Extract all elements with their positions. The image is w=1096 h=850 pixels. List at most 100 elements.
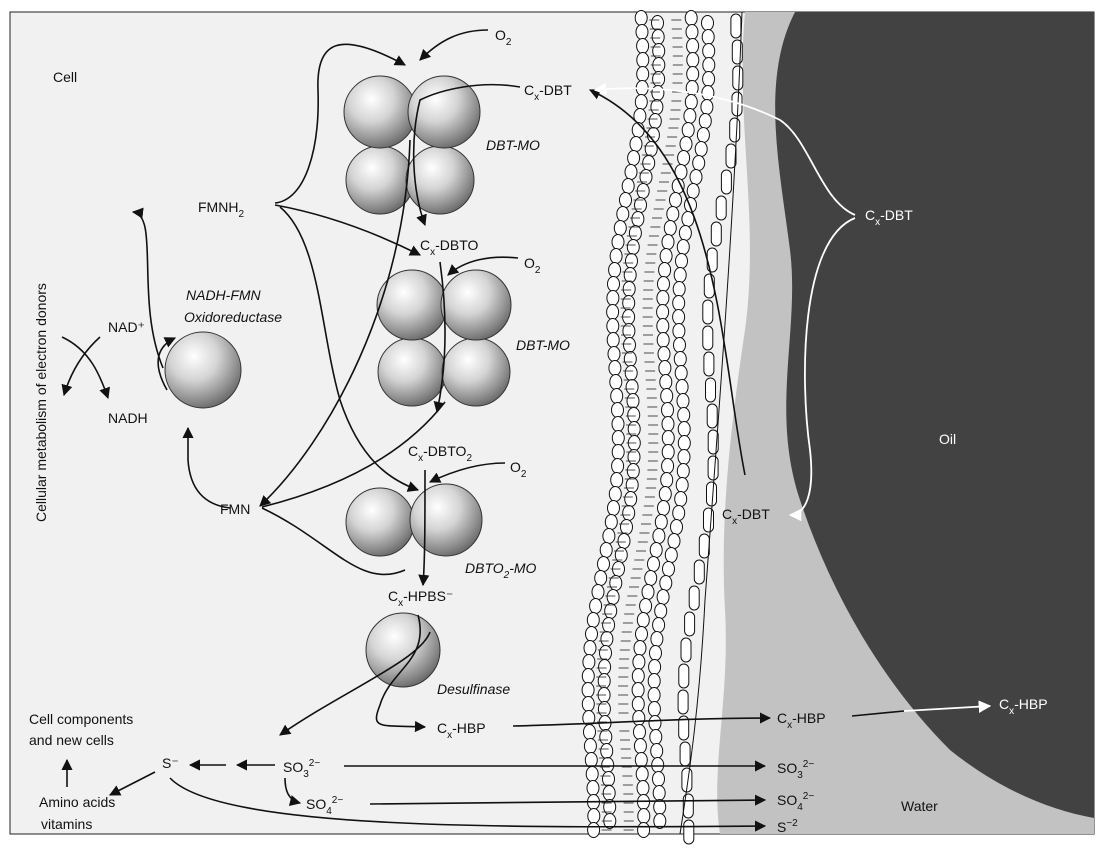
cell-wall-segment bbox=[699, 534, 709, 558]
lipid-head bbox=[685, 11, 697, 26]
lipid-head bbox=[612, 403, 624, 418]
lipid-head bbox=[605, 604, 617, 619]
cell-wall-segment bbox=[703, 300, 713, 324]
lipid-head bbox=[648, 557, 660, 572]
lipid-head bbox=[660, 375, 672, 390]
lipid-head bbox=[686, 25, 698, 40]
lipid-head bbox=[601, 632, 613, 647]
lipid-head bbox=[599, 660, 611, 675]
cell-wall-segment bbox=[684, 820, 694, 844]
s-minus-label: S⁻ bbox=[162, 755, 179, 771]
lipid-head bbox=[637, 613, 649, 628]
lipid-head bbox=[678, 436, 690, 451]
lipid-head bbox=[659, 263, 671, 278]
cell-components-line2: and new cells bbox=[29, 732, 114, 748]
lipid-head bbox=[600, 543, 612, 558]
lipid-head bbox=[677, 240, 689, 255]
lipid-head bbox=[662, 431, 674, 446]
lipid-head bbox=[664, 221, 676, 236]
lipid-head bbox=[624, 268, 636, 283]
lipid-head bbox=[662, 403, 674, 418]
lipid-head bbox=[649, 716, 661, 731]
lipid-head bbox=[603, 618, 615, 633]
lipid-head bbox=[659, 487, 671, 502]
lipid-head bbox=[588, 809, 600, 824]
lipid-head bbox=[592, 585, 604, 600]
lipid-head bbox=[584, 739, 596, 754]
lipid-head bbox=[661, 389, 673, 404]
lipid-head bbox=[587, 781, 599, 796]
lipid-head bbox=[608, 347, 620, 362]
lipid-head bbox=[587, 613, 599, 628]
lipid-head bbox=[674, 268, 686, 283]
lipid-head bbox=[703, 44, 715, 59]
lipid-head bbox=[702, 86, 714, 101]
lipid-head bbox=[586, 627, 598, 642]
lipid-head bbox=[633, 655, 645, 670]
lipid-head bbox=[679, 226, 691, 241]
lipid-head bbox=[677, 464, 689, 479]
lipid-head bbox=[625, 165, 637, 180]
oil-label: Oil bbox=[939, 431, 956, 447]
lipid-head bbox=[673, 324, 685, 339]
amino-acids-line1: Amino acids bbox=[39, 794, 115, 810]
lipid-head bbox=[634, 739, 646, 754]
lipid-head bbox=[695, 142, 707, 157]
lipid-head bbox=[607, 590, 619, 605]
lipid-head bbox=[629, 226, 641, 241]
lipid-head bbox=[623, 282, 635, 297]
lipid-head bbox=[673, 282, 685, 297]
lipid-head bbox=[637, 67, 649, 82]
cell-wall-segment bbox=[731, 14, 741, 38]
dbt-mo-subunit bbox=[406, 146, 474, 214]
lipid-head bbox=[658, 277, 670, 292]
lipid-head bbox=[657, 291, 669, 306]
lipid-head bbox=[632, 697, 644, 712]
lipid-head bbox=[622, 179, 634, 194]
lipid-head bbox=[678, 450, 690, 465]
lipid-head bbox=[657, 305, 669, 320]
lipid-head bbox=[658, 347, 670, 362]
lipid-head bbox=[609, 487, 621, 502]
lipid-head bbox=[655, 515, 667, 530]
lipid-head bbox=[662, 417, 674, 432]
lipid-head bbox=[645, 571, 657, 586]
lipid-head bbox=[652, 758, 664, 773]
lipid-head bbox=[652, 86, 664, 101]
lipid-head bbox=[637, 53, 649, 68]
cell-wall-segment bbox=[733, 66, 743, 90]
lipid-head bbox=[703, 58, 715, 73]
lipid-head bbox=[673, 310, 685, 325]
lipid-head bbox=[657, 590, 669, 605]
dbt-mo-2-subunit bbox=[378, 338, 446, 406]
nad-plus-label: NAD⁺ bbox=[108, 319, 145, 335]
lipid-head bbox=[678, 151, 690, 166]
cell-wall-segment bbox=[685, 612, 695, 636]
lipid-head bbox=[667, 207, 679, 222]
lipid-head bbox=[603, 786, 615, 801]
lipid-head bbox=[625, 492, 637, 507]
cell-wall-segment bbox=[707, 404, 717, 428]
nadh-fmn-label-line2: Oxidoreductase bbox=[184, 309, 282, 325]
lipid-head bbox=[612, 445, 624, 460]
lipid-head bbox=[620, 193, 632, 208]
lipid-head bbox=[653, 786, 665, 801]
lipid-head bbox=[633, 711, 645, 726]
lipid-head bbox=[665, 548, 677, 563]
cell-wall-segment bbox=[681, 638, 691, 662]
cell-components-line1: Cell components bbox=[29, 711, 133, 727]
dbt-mo-label: DBT-MO bbox=[486, 137, 540, 153]
lipid-head bbox=[598, 557, 610, 572]
dbto2-mo-subunit bbox=[346, 488, 414, 556]
cell-wall-segment bbox=[706, 378, 716, 402]
lipid-head bbox=[588, 823, 600, 838]
nadh-fmn-label-line1: NADH-FMN bbox=[186, 287, 262, 303]
lipid-head bbox=[640, 599, 652, 614]
lipid-head bbox=[652, 30, 664, 45]
lipid-head bbox=[595, 571, 607, 586]
lipid-head bbox=[661, 473, 673, 488]
lipid-head bbox=[660, 576, 672, 591]
lipid-head bbox=[653, 618, 665, 633]
lipid-head bbox=[586, 767, 598, 782]
